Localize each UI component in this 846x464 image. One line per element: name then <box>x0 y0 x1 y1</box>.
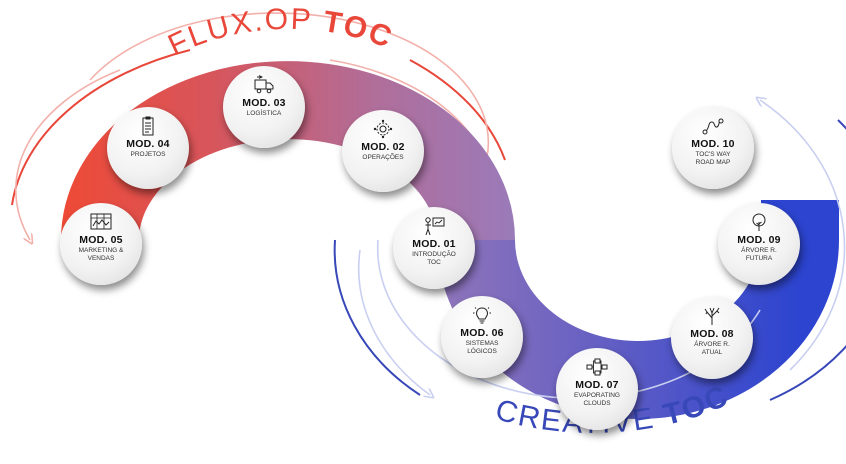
module-label: LOGÍSTICA <box>246 110 282 117</box>
flowchart-icon <box>586 357 608 377</box>
module-code: MOD. 03 <box>242 97 286 109</box>
module-code: MOD. 01 <box>412 238 456 250</box>
module-code: MOD. 06 <box>460 327 504 339</box>
lightbulb-icon <box>471 305 493 325</box>
module-code: MOD. 10 <box>691 138 735 150</box>
tree-icon <box>748 212 770 232</box>
gear-network-icon <box>372 119 394 139</box>
module-label: ÁRVORE R. ATUAL <box>694 341 730 356</box>
route-icon <box>702 116 724 136</box>
module-label: ÁRVORE R. FUTURA <box>741 247 777 262</box>
module-code: MOD. 07 <box>575 379 619 391</box>
module-code: MOD. 08 <box>690 328 734 340</box>
module-09[interactable]: MOD. 09 ÁRVORE R. FUTURA <box>718 203 800 285</box>
module-code: MOD. 09 <box>737 234 781 246</box>
clipboard-icon <box>137 116 159 136</box>
module-code: MOD. 02 <box>361 141 405 153</box>
module-07[interactable]: MOD. 07 EVAPORATING CLOUDS <box>556 348 638 430</box>
module-01[interactable]: MOD. 01 INTRODUÇÃO TOC <box>393 207 475 289</box>
module-label: EVAPORATING CLOUDS <box>574 392 620 407</box>
outer-arc-red-right <box>409 59 506 161</box>
title-top: FLUX.OP TOC <box>163 3 398 63</box>
module-label: SISTEMAS LÓGICOS <box>465 340 499 355</box>
bare-tree-icon <box>701 306 723 326</box>
outer-arrow-arc-top <box>15 69 121 240</box>
outer-arrow-arc-bottom-right <box>760 100 846 371</box>
inner-arrow-arc-top <box>89 12 490 206</box>
module-label: PROJETOS <box>130 151 166 158</box>
module-04[interactable]: MOD. 04 PROJETOS <box>107 107 189 189</box>
outer-arc-blue-left <box>333 239 421 396</box>
outer-arc-blue-right <box>769 119 846 401</box>
module-05[interactable]: MOD. 05 MARKETING & VENDAS <box>60 203 142 285</box>
module-label: INTRODUÇÃO TOC <box>412 251 456 266</box>
module-10[interactable]: MOD. 10 TOC'S WAY ROAD MAP <box>672 107 754 189</box>
module-02[interactable]: MOD. 02 OPERAÇÕES <box>342 110 424 192</box>
outer-arc-red-left <box>11 49 191 206</box>
truck-icon <box>253 75 275 95</box>
module-label: MARKETING & VENDAS <box>78 247 124 262</box>
outer-arrow-arc-bottom-left <box>357 249 430 395</box>
presentation-icon <box>423 216 445 236</box>
module-03[interactable]: MOD. 03 LOGÍSTICA <box>223 66 305 148</box>
module-code: MOD. 05 <box>79 234 123 246</box>
module-code: MOD. 04 <box>126 138 170 150</box>
marketing-board-icon <box>90 212 112 232</box>
module-label: OPERAÇÕES <box>362 154 404 161</box>
module-06[interactable]: MOD. 06 SISTEMAS LÓGICOS <box>441 296 523 378</box>
module-label: TOC'S WAY ROAD MAP <box>695 151 731 166</box>
module-08[interactable]: MOD. 08 ÁRVORE R. ATUAL <box>671 297 753 379</box>
